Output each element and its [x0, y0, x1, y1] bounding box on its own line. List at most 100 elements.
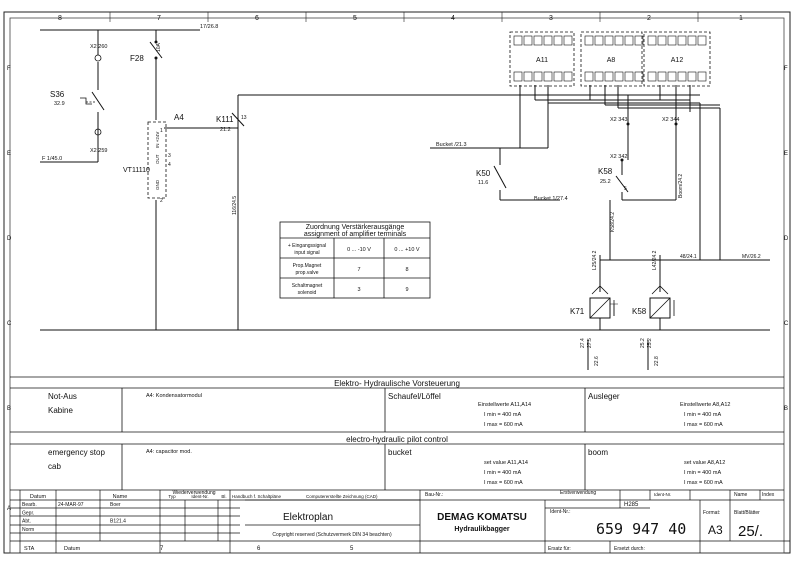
en-col3-line0: set value A11,A14 [484, 460, 528, 466]
assignment-table [279, 221, 431, 299]
emergency-stop-s36 [80, 54, 105, 136]
tb-row-name: B121.4 [110, 519, 126, 525]
module-pin-box [513, 71, 523, 82]
x2-344-label: X2 344 [662, 117, 679, 123]
column-marker-3: 3 [549, 15, 553, 22]
module-pin-box [543, 35, 553, 46]
tb-bau-nr: Bau-Nr.: [425, 492, 443, 498]
en-col1-line0: emergency stop [48, 448, 105, 457]
assignment-row-label: + Eingangssignal [288, 243, 326, 249]
row-marker-a-left: A [7, 506, 11, 512]
tb-row-label: Gepr. [22, 510, 34, 516]
module-pin-box [647, 35, 657, 46]
tb-bottom-col-7: 7 [160, 546, 164, 552]
f28-rating: 10A [156, 42, 162, 52]
x2-260-label: X2 260 [90, 44, 107, 50]
amplifier-modules [509, 31, 711, 87]
contact-ref-left-1: 27.5 [587, 338, 593, 348]
relay-contact-k50: K50 11.6 [476, 165, 507, 189]
en-col4-title: boom [588, 448, 608, 457]
top-bus-ref: 17/26.8 [200, 24, 218, 30]
module-pin-box [584, 35, 594, 46]
k58-bottom-label: K58 [632, 307, 647, 316]
row-markers: F E D C B A F E D C B [7, 66, 789, 512]
module-pin-box [523, 71, 533, 82]
tb-row-label: Abt. [22, 519, 31, 525]
k50-label: K50 [476, 169, 491, 178]
contact-ref-right-1: 25.2 [647, 338, 653, 348]
tb-bottom-col-5: 5 [350, 546, 354, 552]
wire-ref-116: 116/24.5 [232, 196, 238, 215]
tb-ident-label: Ident-Nr.: [550, 509, 571, 515]
en-col3-line2: I max = 600 mA [484, 480, 523, 486]
row-marker-d-right: D [784, 236, 789, 242]
module-a11-label: A11 [536, 57, 548, 64]
assignment-row-label: Schaltmagnet [292, 283, 323, 289]
module-pin-box [604, 35, 614, 46]
vt-label: VT11110 [123, 167, 150, 174]
module-pin-box [584, 71, 594, 82]
tb-ersetzt-durch: Ersetzt durch: [614, 546, 645, 552]
en-col1-line1: cab [48, 462, 61, 471]
assignment-row-col1: 0 ... -10 V [347, 247, 371, 253]
tb-datum-bottom: Datum [64, 546, 81, 552]
description-title-de: Elektro- Hydraulische Vorsteuerung [334, 379, 460, 388]
module-pin-box [687, 71, 697, 82]
column-marker-7: 7 [157, 15, 161, 22]
contact-ref-right-0: 25.2 [640, 338, 646, 348]
k111-label: K111 [216, 115, 234, 124]
f28-label: F28 [130, 54, 144, 63]
de-col1-line1: Kabine [48, 406, 73, 415]
module-pin-box [553, 35, 563, 46]
module-pin-box [513, 35, 523, 46]
tb-ident-nr-small: Ident-Nr. [191, 494, 208, 499]
assignment-row-label: input signal [294, 250, 319, 256]
row-marker-f-left: F [7, 66, 11, 72]
k58-wire-ref: K58/24.2 [610, 212, 616, 232]
de-col4-line2: I max = 600 mA [684, 422, 723, 428]
en-col3-title: bucket [388, 448, 412, 457]
module-pin-box [533, 71, 543, 82]
schematic-wiring [40, 29, 770, 370]
en-col4-line1: I min = 400 mA [684, 470, 721, 476]
row-marker-e-right: E [784, 151, 788, 157]
a4-pin-out: OUT [155, 154, 160, 164]
a4-label: A4 [174, 113, 184, 122]
module-pin-box [677, 35, 687, 46]
module-pin-box [677, 71, 687, 82]
tb-datum-header: Datum [30, 494, 47, 500]
module-pin-box [523, 35, 533, 46]
tb-model-typ: H285 [624, 502, 639, 508]
de-col3-line0: Einstellwerte A11,A14 [478, 402, 531, 408]
fuse-f28: F28 10A [130, 40, 163, 63]
module-pin-box [634, 35, 644, 46]
module-pin-box [657, 71, 667, 82]
a4-pin-number-2: 2 [160, 198, 163, 204]
tb-bottom-col-6: 6 [257, 546, 261, 552]
boom-ref: Boom/24.2 [678, 174, 684, 198]
assignment-row-col1: 3 [357, 287, 360, 293]
title-block-grid [10, 490, 790, 553]
module-pin-box [533, 35, 543, 46]
k58-top-ref: 25.2 [600, 179, 611, 185]
module-pin-box [624, 35, 634, 46]
column-marker-2: 2 [647, 15, 651, 22]
tb-ident-header: Ident-Nr. [654, 492, 671, 497]
en-col4-line2: I max = 600 mA [684, 480, 723, 486]
assignment-row-label: solenoid [298, 290, 317, 296]
de-col3-line1: I min = 400 mA [484, 412, 521, 418]
relay-contact-k111: K111 21.2 13 116/24.5 [216, 112, 247, 215]
mv-ref: MV/26.2 [742, 254, 761, 260]
de-col3-title: Schaufel/Löffel [388, 392, 441, 401]
module-pin-box [657, 35, 667, 46]
tb-sta: STA [24, 546, 35, 552]
brand-subtitle: Hydraulikbagger [454, 526, 510, 533]
row-marker-b-left: B [7, 406, 11, 412]
a4-pin-gnd: GND [155, 179, 160, 190]
module-pin-box [594, 71, 604, 82]
a4-pin-number-4: 4 [168, 162, 171, 168]
tb-row-datum: 24-MAR-97 [58, 502, 84, 508]
